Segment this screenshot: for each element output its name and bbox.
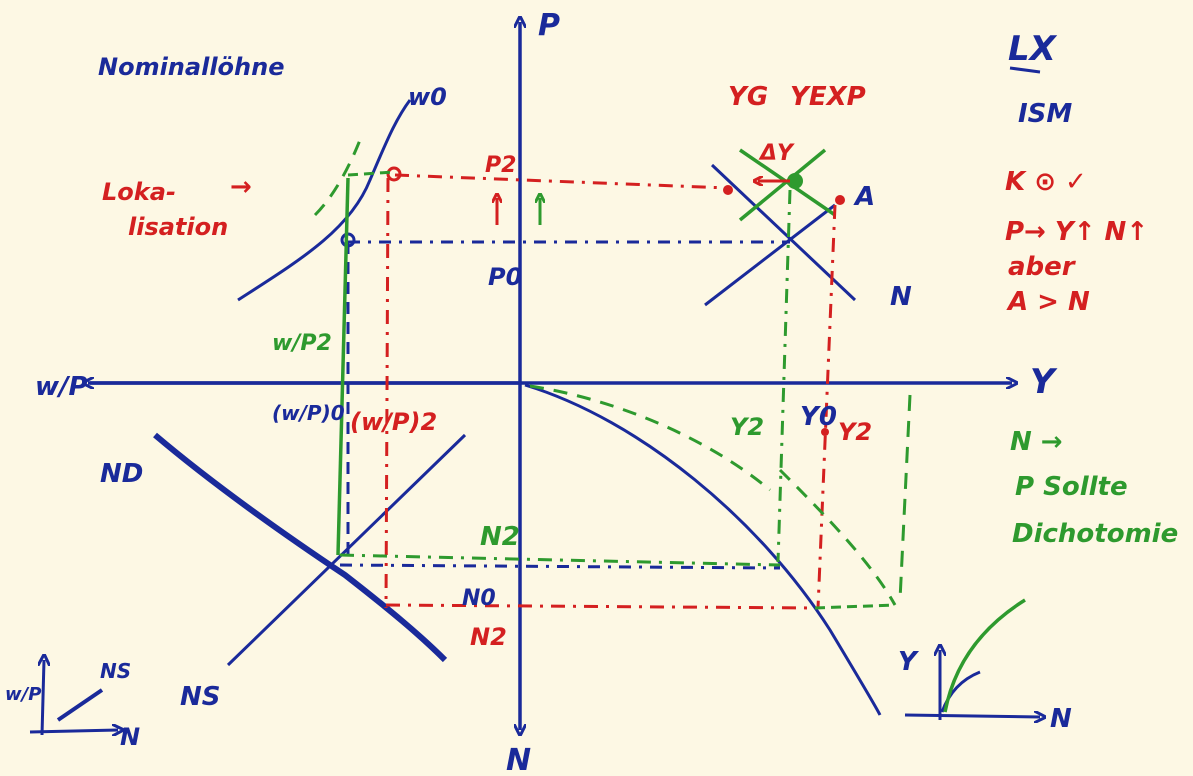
label-wp2-green: w/P2 [272,331,332,356]
inset-label-wp: w/P [5,684,41,705]
green-dash-wp2 [336,177,350,556]
label-localisation-arrow: → [230,172,252,202]
inset2-label-y: Y [898,647,920,677]
red-dash-n2 [385,603,816,610]
label-curve-a: A [853,182,875,212]
label-curve-n: N [890,282,912,312]
label-yg: YG [728,82,768,112]
curve-green-cross-2 [738,148,827,222]
note-red-2: P→ Y↑ N↑ [1005,217,1148,247]
green-dash-p [347,170,395,177]
label-y2-green: Y2 [730,413,764,441]
equilibrium-green-dot [787,173,803,189]
label-delta-y: ΔY [758,141,795,166]
red-point-a [835,195,845,205]
green-dash-horizontal-bottom [814,603,896,610]
title-text: Nominallöhne [98,53,284,81]
inset2-curve-green [943,598,1026,713]
lx-underline [1009,66,1041,74]
green-dash-vertical-right [898,394,912,601]
inset-ns-line [56,688,104,722]
label-n2-green: N2 [480,522,520,552]
label-wp2-red: (w/P)2 [350,408,437,436]
red-point-w-p2 [386,166,402,182]
note-green-1: N → [1010,427,1063,457]
note-red-3: aber [1008,252,1077,282]
inset-axis-horizontal [29,730,118,732]
label-localisation-1: Loka- [102,178,176,206]
label-ism: ISM [1018,99,1072,129]
blue-dash-n0 [339,563,781,570]
label-y2-red: Y2 [838,418,872,446]
label-axis-wp: w/P [35,372,88,402]
curve-w0 [237,99,412,302]
label-n2-red: N2 [470,623,507,651]
red-dash-y2 [816,204,837,609]
inset2-axis-horizontal [904,715,1040,717]
curve-nd [153,432,448,663]
label-lx: LX [1008,29,1058,69]
green-dash-n2 [339,553,781,567]
note-green-2: P Sollte [1015,472,1128,502]
red-dash-p2 [394,173,729,190]
curve-w-shifted [313,139,362,217]
label-wp0: (w/P)0 [272,401,345,425]
label-curve-w0: w0 [408,83,447,111]
curve-production-green [529,384,771,492]
note-green-3: Dichotomie [1012,519,1178,549]
label-axis-y: Y [1030,362,1058,402]
label-yexp: YEXP [790,82,866,112]
label-axis-n: N [506,743,531,776]
inset-axis-vertical [42,660,44,736]
inset2-label-n: N [1050,704,1072,734]
note-red-1: K ⊙ ✓ [1005,167,1087,197]
label-curve-nd: ND [100,459,143,489]
label-p0: P0 [488,263,522,291]
inset-label-ns: NS [100,659,131,683]
label-p2: P2 [485,153,516,178]
label-localisation-2: lisation [128,213,228,241]
inset2-curve-blue [940,670,981,713]
curve-a-top-right [704,203,836,307]
red-dash-wp2 [384,177,390,609]
label-y0: Y0 [800,402,837,432]
label-curve-ns: NS [180,682,221,712]
note-red-4: A > N [1006,287,1090,317]
label-axis-p: P [538,8,560,43]
label-n0: N0 [462,586,496,611]
inset-label-n: N [120,723,140,751]
green-dash-y2 [776,189,792,563]
blue-point-y0 [821,428,829,436]
